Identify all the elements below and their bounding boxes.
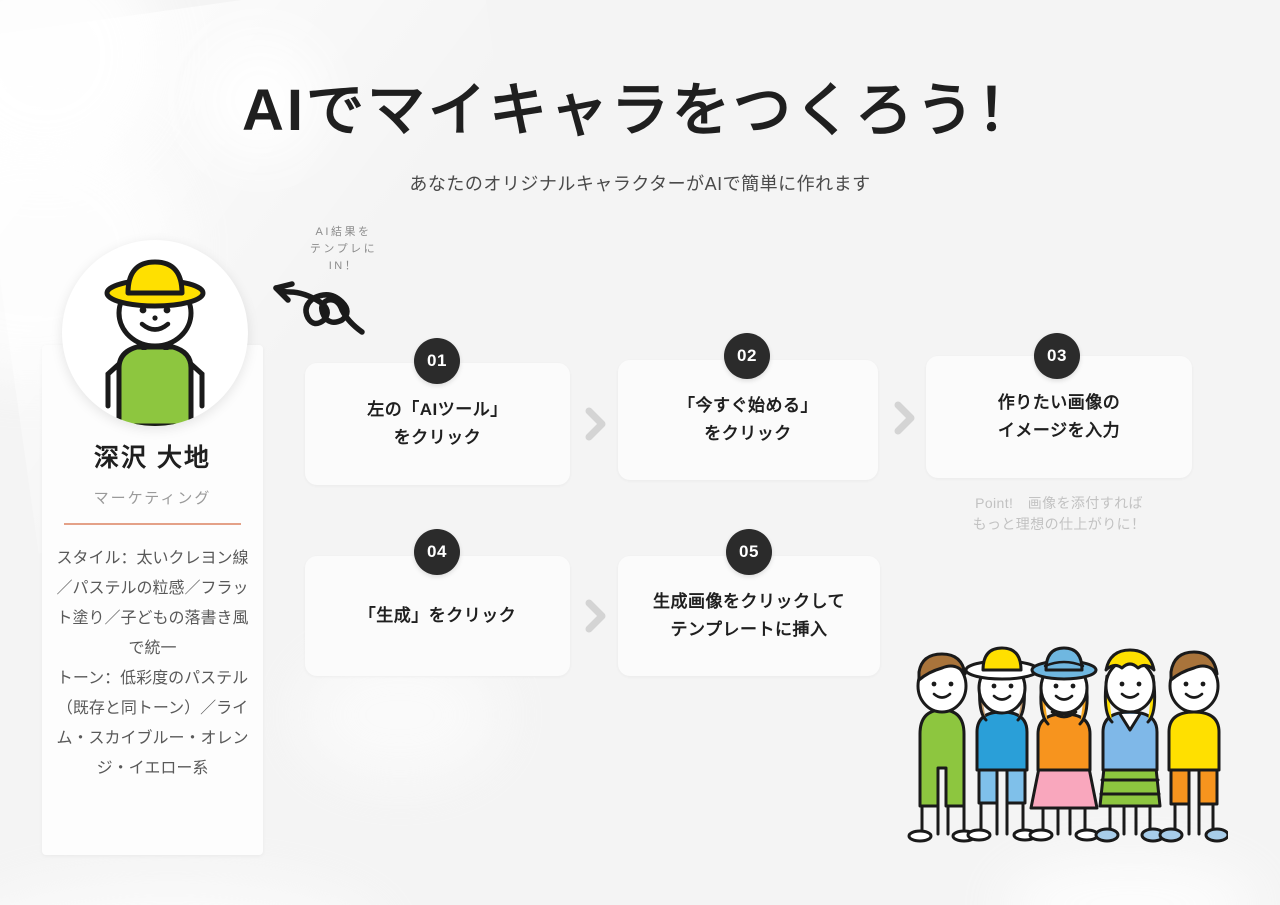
step-label: 「今すぐ始める」 をクリック [678,396,818,443]
annotation-text: AI結果を テンプレに IN！ [309,226,378,272]
step-badge-03: 03 [1034,333,1080,379]
step-label: 作りたい画像の イメージを入力 [997,393,1121,440]
avatar [62,240,248,426]
step-label: 左の「AIツール」 をクリック [367,400,508,447]
crayon-boy-avatar-icon [62,240,248,426]
step-label: 生成画像をクリックして テンプレートに挿入 [653,592,845,639]
profile-name: 深沢 大地 [94,444,211,472]
step-badge-05: 05 [726,529,772,575]
step-label: 「生成」をクリック [358,606,517,625]
page-subtitle: あなたのオリジナルキャラクターがAIで簡単に作れます [409,174,871,194]
step-badge-04: 04 [414,529,460,575]
profile-card [42,345,263,855]
step-card-05[interactable]: 生成画像をクリックして テンプレートに挿入 [618,556,880,676]
chevron-right-icon [583,598,609,634]
step-badge-01: 01 [414,338,460,384]
page-title: AIでマイキャラをつくろう！ [241,78,1038,143]
chevron-right-icon [583,406,609,442]
curly-arrow-icon [262,262,372,342]
profile-role: マーケティング [93,490,212,507]
profile-divider [64,523,241,525]
step-card-04[interactable]: 「生成」をクリック [305,556,570,676]
step-card-02[interactable]: 「今すぐ始める」 をクリック [618,360,878,480]
five-children-group-illustration [898,628,1228,843]
point-note: Point! 画像を添付すれば もっと理想の仕上がりに！ [972,495,1146,532]
step-card-01[interactable]: 左の「AIツール」 をクリック [305,363,570,485]
step-badge-02: 02 [724,333,770,379]
profile-description: スタイル：太いクレヨン線／パステルの粒感／フラット塗り／子どもの落書き風で統一 … [56,550,249,777]
page-header: AIでマイキャラをつくろう！ あなたのオリジナルキャラクターがAIで簡単に作れま… [0,0,1280,196]
chevron-right-icon [892,400,918,436]
